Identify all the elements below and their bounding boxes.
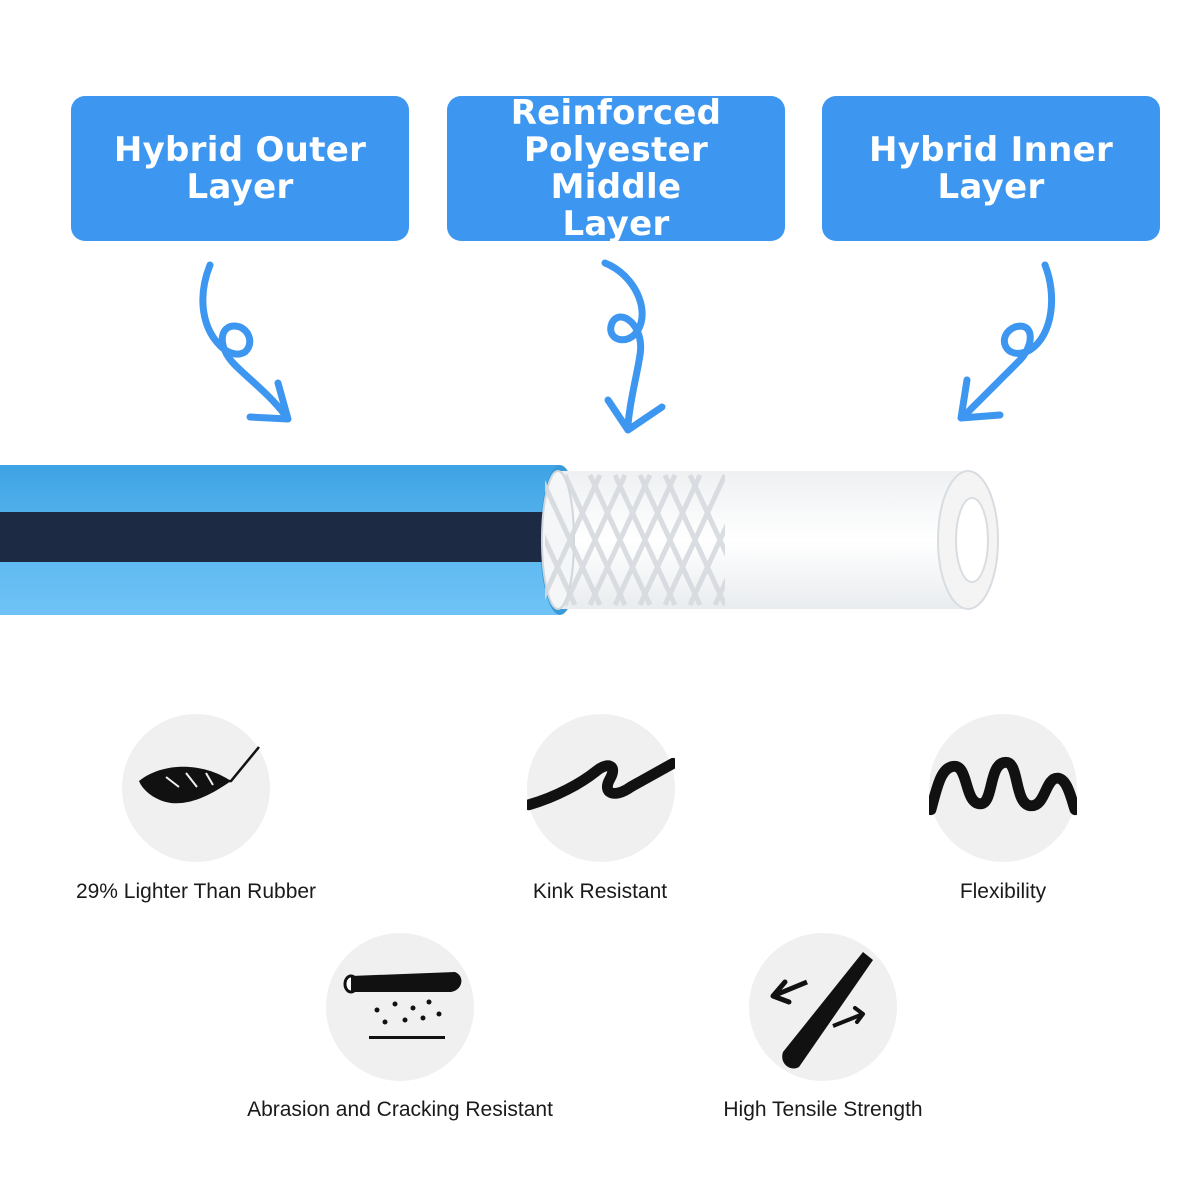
- outer-layer-label-box: Hybrid Outer Layer: [71, 96, 409, 241]
- kink-hose-icon-circle: [527, 714, 675, 862]
- inner-layer-label: Hybrid Inner Layer: [868, 129, 1114, 207]
- feather-icon-circle: [122, 714, 270, 862]
- outer-layer-label: Hybrid Outer Layer: [113, 129, 367, 207]
- feature-label-kink: Kink Resistant: [532, 880, 668, 903]
- outer-layer-arrow-icon: [199, 261, 292, 423]
- abrasion-icon: [343, 972, 462, 1039]
- hose-cross-section-illustration: [0, 465, 999, 615]
- feature-label-abrasion: Abrasion and Cracking Resistant: [247, 1098, 553, 1121]
- feature-label-flexibility: Flexibility: [959, 880, 1047, 903]
- middle-layer-label: Reinforced Polyester Middle Layer: [510, 92, 722, 244]
- coiled-hose-icon: [929, 756, 1077, 816]
- inner-layer-label-box: Hybrid Inner Layer: [822, 96, 1160, 241]
- kink-hose-icon: [527, 757, 675, 811]
- feature-label-lighter: 29% Lighter Than Rubber: [75, 880, 317, 903]
- inner-layer-arrow-icon: [957, 261, 1056, 422]
- tensile-strength-icon-circle: [749, 933, 897, 1081]
- middle-layer-label-box: Reinforced Polyester Middle Layer: [447, 92, 785, 244]
- coiled-hose-icon-circle: [929, 714, 1077, 862]
- abrasion-icon-circle: [326, 933, 474, 1081]
- feature-label-tensile: High Tensile Strength: [723, 1098, 923, 1121]
- tensile-strength-icon: [770, 952, 873, 1069]
- feather-icon: [139, 746, 260, 804]
- middle-layer-arrow-icon: [601, 259, 666, 434]
